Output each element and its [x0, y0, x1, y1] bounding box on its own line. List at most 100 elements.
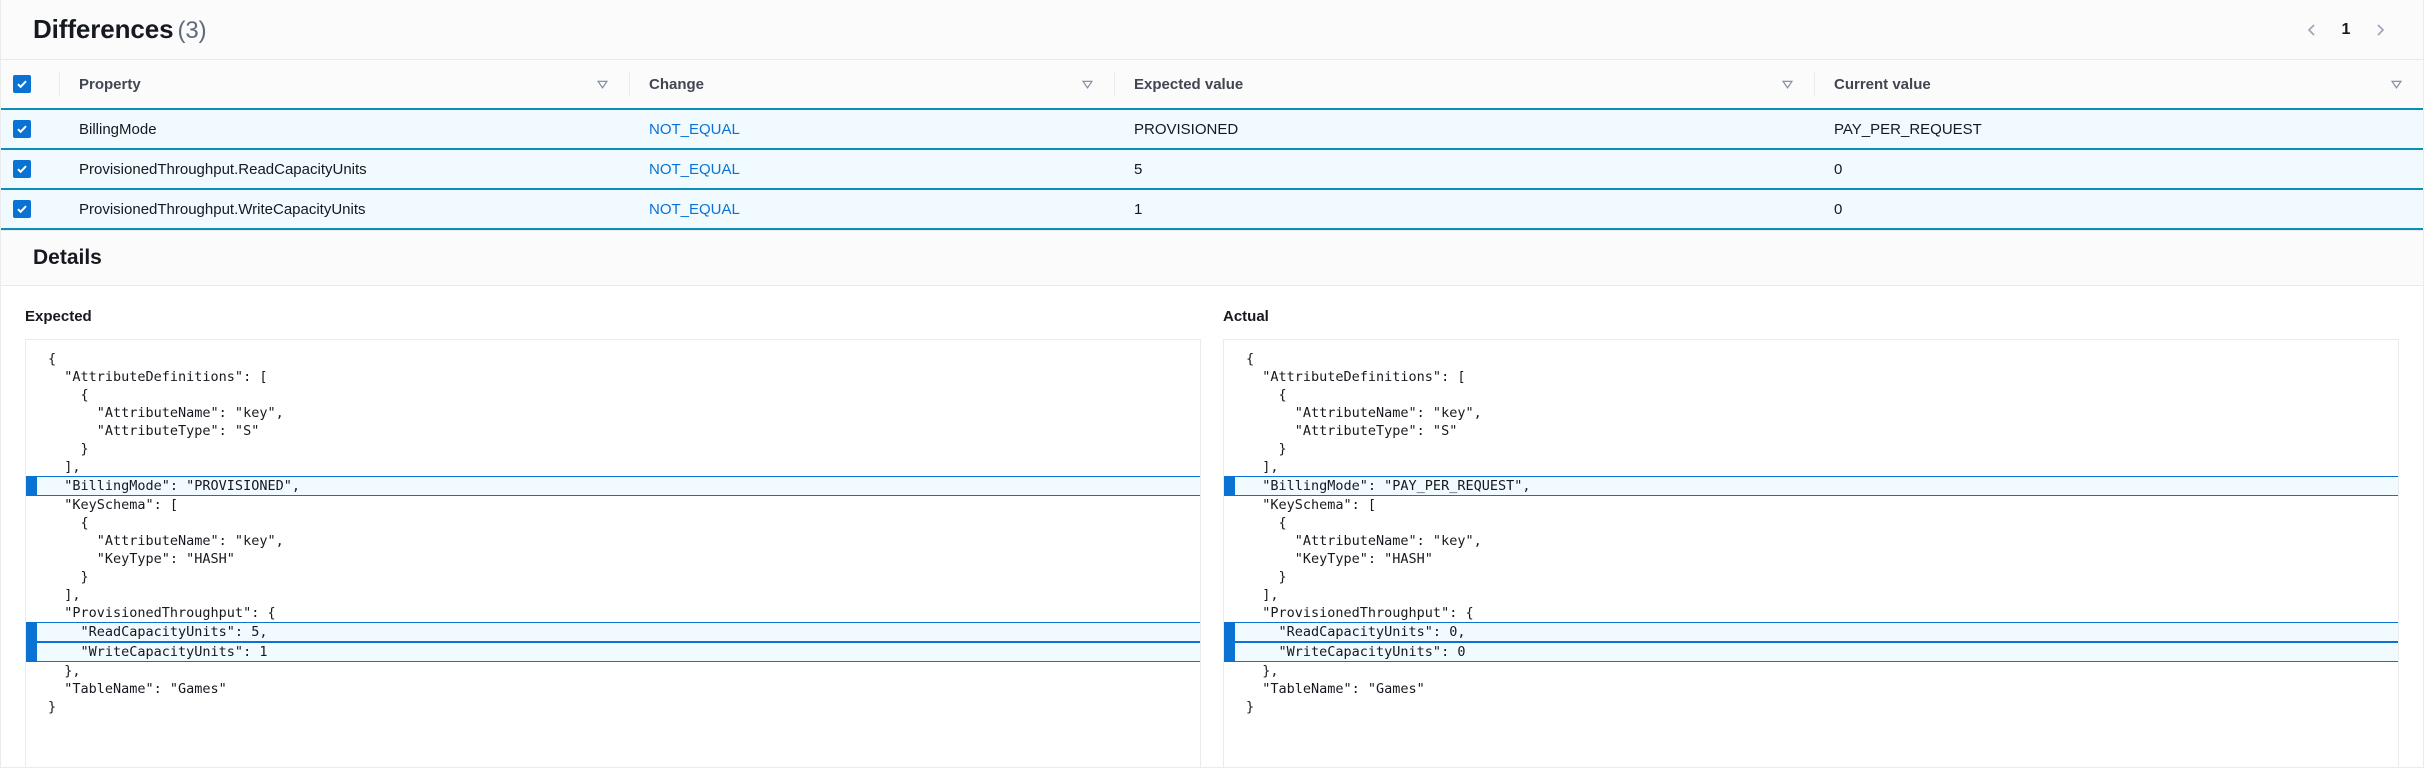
expected-code-line: }: [48, 569, 89, 585]
table-header-row: Property Change: [1, 60, 2423, 110]
actual-code-line: }: [1246, 699, 1255, 715]
pagination: 1: [2301, 19, 2391, 41]
expected-code-line: "AttributeType": "S": [48, 423, 260, 439]
cell-current-value-text: 0: [1834, 200, 1843, 218]
actual-code-line: }: [1246, 569, 1287, 585]
cell-current-value: 0: [1814, 188, 2423, 230]
cell-change-link[interactable]: NOT_EQUAL: [649, 200, 740, 218]
expected-code-line: "ProvisionedThroughput": {: [48, 605, 276, 621]
sort-descending-icon[interactable]: [1081, 78, 1094, 91]
column-header-expected-value[interactable]: Expected value: [1114, 60, 1814, 110]
actual-code-line: {: [1246, 515, 1287, 531]
actual-code-line: ],: [1246, 459, 1279, 475]
actual-code-line: ],: [1246, 587, 1279, 603]
column-divider: [59, 72, 60, 96]
sort-descending-icon[interactable]: [2390, 78, 2403, 91]
expected-code-line: {: [48, 351, 57, 367]
cell-current-value: PAY_PER_REQUEST: [1814, 108, 2423, 150]
actual-column: Actual { "AttributeDefinitions": [ { "At…: [1223, 308, 2399, 767]
table-row[interactable]: ProvisionedThroughput.WriteCapacityUnits…: [1, 188, 2423, 230]
cell-property-text: BillingMode: [79, 120, 157, 138]
actual-label: Actual: [1223, 308, 1269, 325]
actual-code-line: "TableName": "Games": [1246, 681, 1425, 697]
row-checkbox[interactable]: [13, 160, 31, 179]
expected-code-line: }: [48, 441, 89, 457]
chevron-right-icon[interactable]: [2369, 19, 2391, 41]
cell-property: ProvisionedThroughput.ReadCapacityUnits: [59, 148, 629, 190]
column-header-change-label: Change: [649, 75, 705, 93]
page-title: Differences(3): [33, 14, 207, 45]
row-select-cell: [1, 148, 59, 190]
expected-code-line: ],: [48, 587, 81, 603]
chevron-left-icon[interactable]: [2301, 19, 2323, 41]
cell-current-value-text: 0: [1834, 160, 1843, 178]
table-row[interactable]: ProvisionedThroughput.ReadCapacityUnits …: [1, 148, 2423, 190]
column-header-property[interactable]: Property: [59, 60, 629, 110]
actual-code-line: "ProvisionedThroughput": {: [1246, 605, 1474, 621]
row-select-cell: [1, 188, 59, 230]
sort-descending-icon[interactable]: [596, 78, 609, 91]
cell-property-text: ProvisionedThroughput.ReadCapacityUnits: [79, 160, 367, 178]
details-body: Expected { "AttributeDefinitions": [ { "…: [1, 286, 2423, 767]
column-divider: [629, 72, 630, 96]
cell-expected-value-text: 5: [1134, 160, 1143, 178]
column-header-current-value[interactable]: Current value: [1814, 60, 2423, 110]
row-select-wrapper: [1, 120, 59, 139]
expected-label: Expected: [25, 308, 92, 325]
column-divider: [1114, 72, 1115, 96]
cell-expected-value-text: 1: [1134, 200, 1143, 218]
expected-code-line: {: [48, 387, 89, 403]
row-select-wrapper: [1, 160, 59, 179]
cell-current-value-text: PAY_PER_REQUEST: [1834, 120, 1982, 138]
expected-code-line: ],: [48, 459, 81, 475]
cell-expected-value-text: PROVISIONED: [1134, 120, 1239, 138]
expected-code-line: "TableName": "Games": [48, 681, 227, 697]
cell-change: NOT_EQUAL: [629, 108, 1114, 150]
expected-code-line-highlighted: "WriteCapacityUnits": 1: [26, 642, 1200, 662]
row-select-wrapper: [1, 200, 59, 219]
pagination-page-1[interactable]: 1: [2341, 20, 2351, 38]
actual-code-line: "AttributeDefinitions": [: [1246, 369, 1466, 385]
row-checkbox[interactable]: [13, 120, 31, 139]
expected-code-block[interactable]: { "AttributeDefinitions": [ { "Attribute…: [25, 339, 1201, 767]
column-header-change[interactable]: Change: [629, 60, 1114, 110]
column-header-property-label: Property: [79, 75, 141, 93]
expected-code-line-highlighted: "BillingMode": "PROVISIONED",: [26, 476, 1200, 496]
row-checkbox[interactable]: [13, 200, 31, 219]
column-divider: [1814, 72, 1815, 96]
actual-code-block[interactable]: { "AttributeDefinitions": [ { "Attribute…: [1223, 339, 2399, 767]
expected-code-line: "KeyType": "HASH": [48, 551, 235, 567]
cell-current-value: 0: [1814, 148, 2423, 190]
expected-code-line: {: [48, 515, 89, 531]
expected-column: Expected { "AttributeDefinitions": [ { "…: [25, 308, 1201, 767]
table-row[interactable]: BillingMode NOT_EQUAL PROVISIONED PAY_PE…: [1, 108, 2423, 150]
select-all-checkbox[interactable]: [13, 75, 31, 93]
expected-code-line: "KeySchema": [: [48, 497, 179, 513]
cell-expected-value: PROVISIONED: [1114, 108, 1814, 150]
table-body: BillingMode NOT_EQUAL PROVISIONED PAY_PE…: [1, 108, 2423, 230]
expected-code-line: }: [48, 699, 57, 715]
expected-code-line-highlighted: "ReadCapacityUnits": 5,: [26, 622, 1200, 642]
row-select-cell: [1, 108, 59, 150]
differences-table: Property Change: [1, 60, 2423, 230]
cell-expected-value: 1: [1114, 188, 1814, 230]
actual-code-line: {: [1246, 387, 1287, 403]
details-title: Details: [33, 246, 102, 269]
sort-descending-icon[interactable]: [1781, 78, 1794, 91]
actual-code-line: }: [1246, 441, 1287, 457]
actual-code-line-highlighted: "WriteCapacityUnits": 0: [1224, 642, 2398, 662]
actual-code-line-highlighted: "ReadCapacityUnits": 0,: [1224, 622, 2398, 642]
cell-change-link[interactable]: NOT_EQUAL: [649, 120, 740, 138]
actual-code-line: },: [1246, 663, 1279, 679]
actual-code-line: "KeySchema": [: [1246, 497, 1377, 513]
cell-change: NOT_EQUAL: [629, 148, 1114, 190]
column-header-current-value-label: Current value: [1834, 75, 1931, 93]
expected-code-line: "AttributeName": "key",: [48, 405, 284, 421]
cell-property-text: ProvisionedThroughput.WriteCapacityUnits: [79, 200, 366, 218]
cell-change-link[interactable]: NOT_EQUAL: [649, 160, 740, 178]
actual-code-line: "KeyType": "HASH": [1246, 551, 1433, 567]
actual-code-line-highlighted: "BillingMode": "PAY_PER_REQUEST",: [1224, 476, 2398, 496]
details-header: Details: [1, 230, 2423, 286]
cell-property: BillingMode: [59, 108, 629, 150]
